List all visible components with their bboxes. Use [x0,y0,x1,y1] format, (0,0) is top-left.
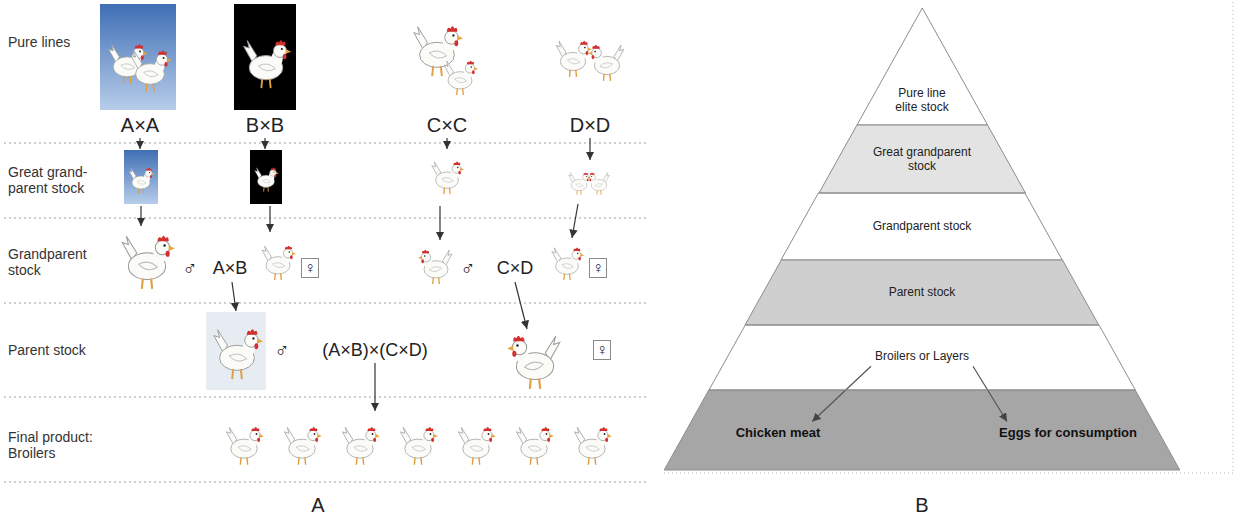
sex-symbol: ♀ [589,258,607,278]
node-text: Parent stock [847,285,997,299]
row-label: Parent stock [8,342,108,358]
photo-background [100,4,176,110]
photo-background [234,4,296,110]
chicken-picture [214,329,263,379]
row-separator [4,397,648,398]
pyramid-band: Broilers or Layers [709,325,1135,390]
grandparent-photos [122,236,584,289]
row-separator [4,482,648,483]
chicken-picture [516,427,553,465]
photo-background [206,312,266,390]
row-label: Pure lines [8,34,108,50]
pyramid-base [664,2,1233,473]
cross-label: A×A [121,114,159,137]
pyramid-band: Great grandparent stock [819,125,1025,193]
row-separator [4,218,648,219]
chicken-picture [556,41,592,77]
broiler-photos [226,427,611,465]
sex-symbol: ♀ [301,258,319,278]
chicken-picture [418,250,452,284]
breeding-arrow [374,363,375,411]
panel-label: A [311,494,324,517]
chicken-picture [129,168,155,194]
pure-line-photos [100,4,624,110]
node-text: Pure line elite stock [887,86,957,115]
band-shape [819,125,1025,193]
sex-symbol: ♂ [461,257,476,280]
node-text: Chicken meat [736,425,821,440]
breeding-arrow [269,206,270,232]
node-text: Eggs for consumption [999,425,1137,440]
breeding-arrow [264,138,265,149]
chicken-picture [284,427,321,465]
pyramid-band: Pure line elite stock [857,8,988,125]
row-label: Grandparent stock [8,246,108,278]
chicken-picture [432,161,464,194]
sex-symbol: ♂ [183,257,198,280]
chicken-picture [458,427,495,465]
cross-label: A×B [213,258,248,279]
breeding-arrows [140,138,590,411]
row-label: Great grand- parent stock [8,164,108,196]
chicken-picture [262,246,296,280]
chicken-picture [588,45,624,81]
chicken-picture [122,236,175,289]
chicken-picture [226,427,263,465]
sex-symbol: ♀ [593,340,611,360]
chicken-picture [507,336,560,389]
node-text: Great grandparent stock [863,145,981,174]
chicken-picture [255,168,279,192]
panel-label: B [915,494,928,517]
product-label: Chicken meat [732,422,825,443]
pyramid-band: Parent stock [745,260,1099,325]
photo-background [124,150,158,204]
row-label: Final product: Broilers [8,429,108,461]
chicken-picture [131,50,172,91]
pyramid-band: Grandparent stock [781,193,1062,260]
breeding-arrow [232,282,236,311]
cross-label: D×D [570,114,611,137]
node-text: Grandparent stock [847,219,997,233]
product-label: Eggs for consumption [995,422,1141,443]
breeding-arrow [572,204,578,238]
band-shape [781,193,1062,260]
pyramid-base-band [664,390,1180,470]
breeding-arrow [589,138,590,160]
frame-line [664,473,1233,474]
chicken-picture [574,427,611,465]
breeding-arrow [439,206,440,240]
band-shape [709,325,1135,390]
chicken-picture [244,40,292,88]
frame-line [1233,2,1234,472]
photo-background [250,150,282,204]
node-text: Broilers or Layers [837,349,1007,363]
cross-label: (A×B)×(C×D) [322,340,428,361]
breeding-arrow [139,138,140,149]
chicken-picture [444,61,478,95]
breeding-arrow [140,206,141,226]
cross-label: C×C [427,114,468,137]
sex-symbol: ♂ [275,339,290,362]
great-grandparent-photos [124,150,609,204]
band-shape [745,260,1099,325]
cross-label: B×B [246,114,284,137]
row-separators [4,143,648,482]
parent-photos [206,312,560,390]
row-separator [4,303,648,304]
chicken-picture [400,427,437,465]
chicken-picture [569,172,591,194]
breeding-arrow [446,138,447,149]
row-separator [4,143,648,144]
band-shape [857,8,988,125]
chicken-picture [414,26,463,76]
flow-arrow [812,366,871,421]
cross-label: C×D [497,258,534,279]
chicken-picture [342,427,379,465]
breeding-arrow [515,282,527,329]
chicken-picture [552,247,584,280]
chicken-picture [587,172,609,194]
flow-arrow [973,366,1007,421]
